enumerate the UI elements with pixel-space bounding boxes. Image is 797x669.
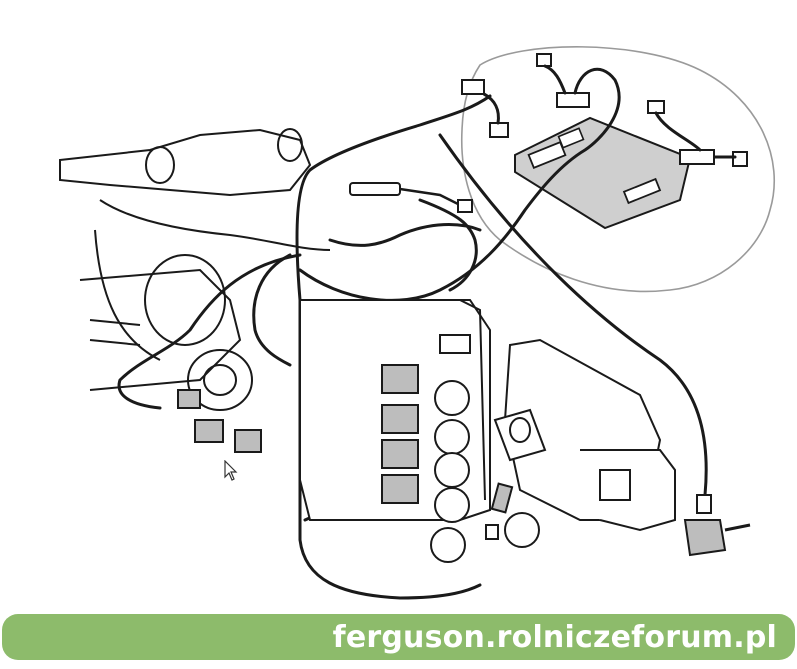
valve-block — [299, 299, 540, 563]
mouse-pointer-icon — [224, 460, 238, 481]
watermark-text: ferguson.rolniczeforum.pl — [332, 619, 777, 655]
control-unit-panel — [514, 116, 692, 230]
highlight-outline — [460, 46, 775, 293]
small-sensor — [485, 482, 514, 540]
function-symbols — [430, 380, 540, 563]
pressure-sensor — [683, 494, 751, 557]
solenoid-valves — [381, 364, 419, 504]
watermark-banner: ferguson.rolniczeforum.pl — [2, 614, 795, 660]
lift-cover — [493, 338, 676, 532]
transmission-housing — [59, 128, 331, 411]
ecu-connectors — [461, 53, 748, 167]
cable-sensor — [349, 182, 473, 213]
elbow-fittings — [177, 389, 262, 453]
